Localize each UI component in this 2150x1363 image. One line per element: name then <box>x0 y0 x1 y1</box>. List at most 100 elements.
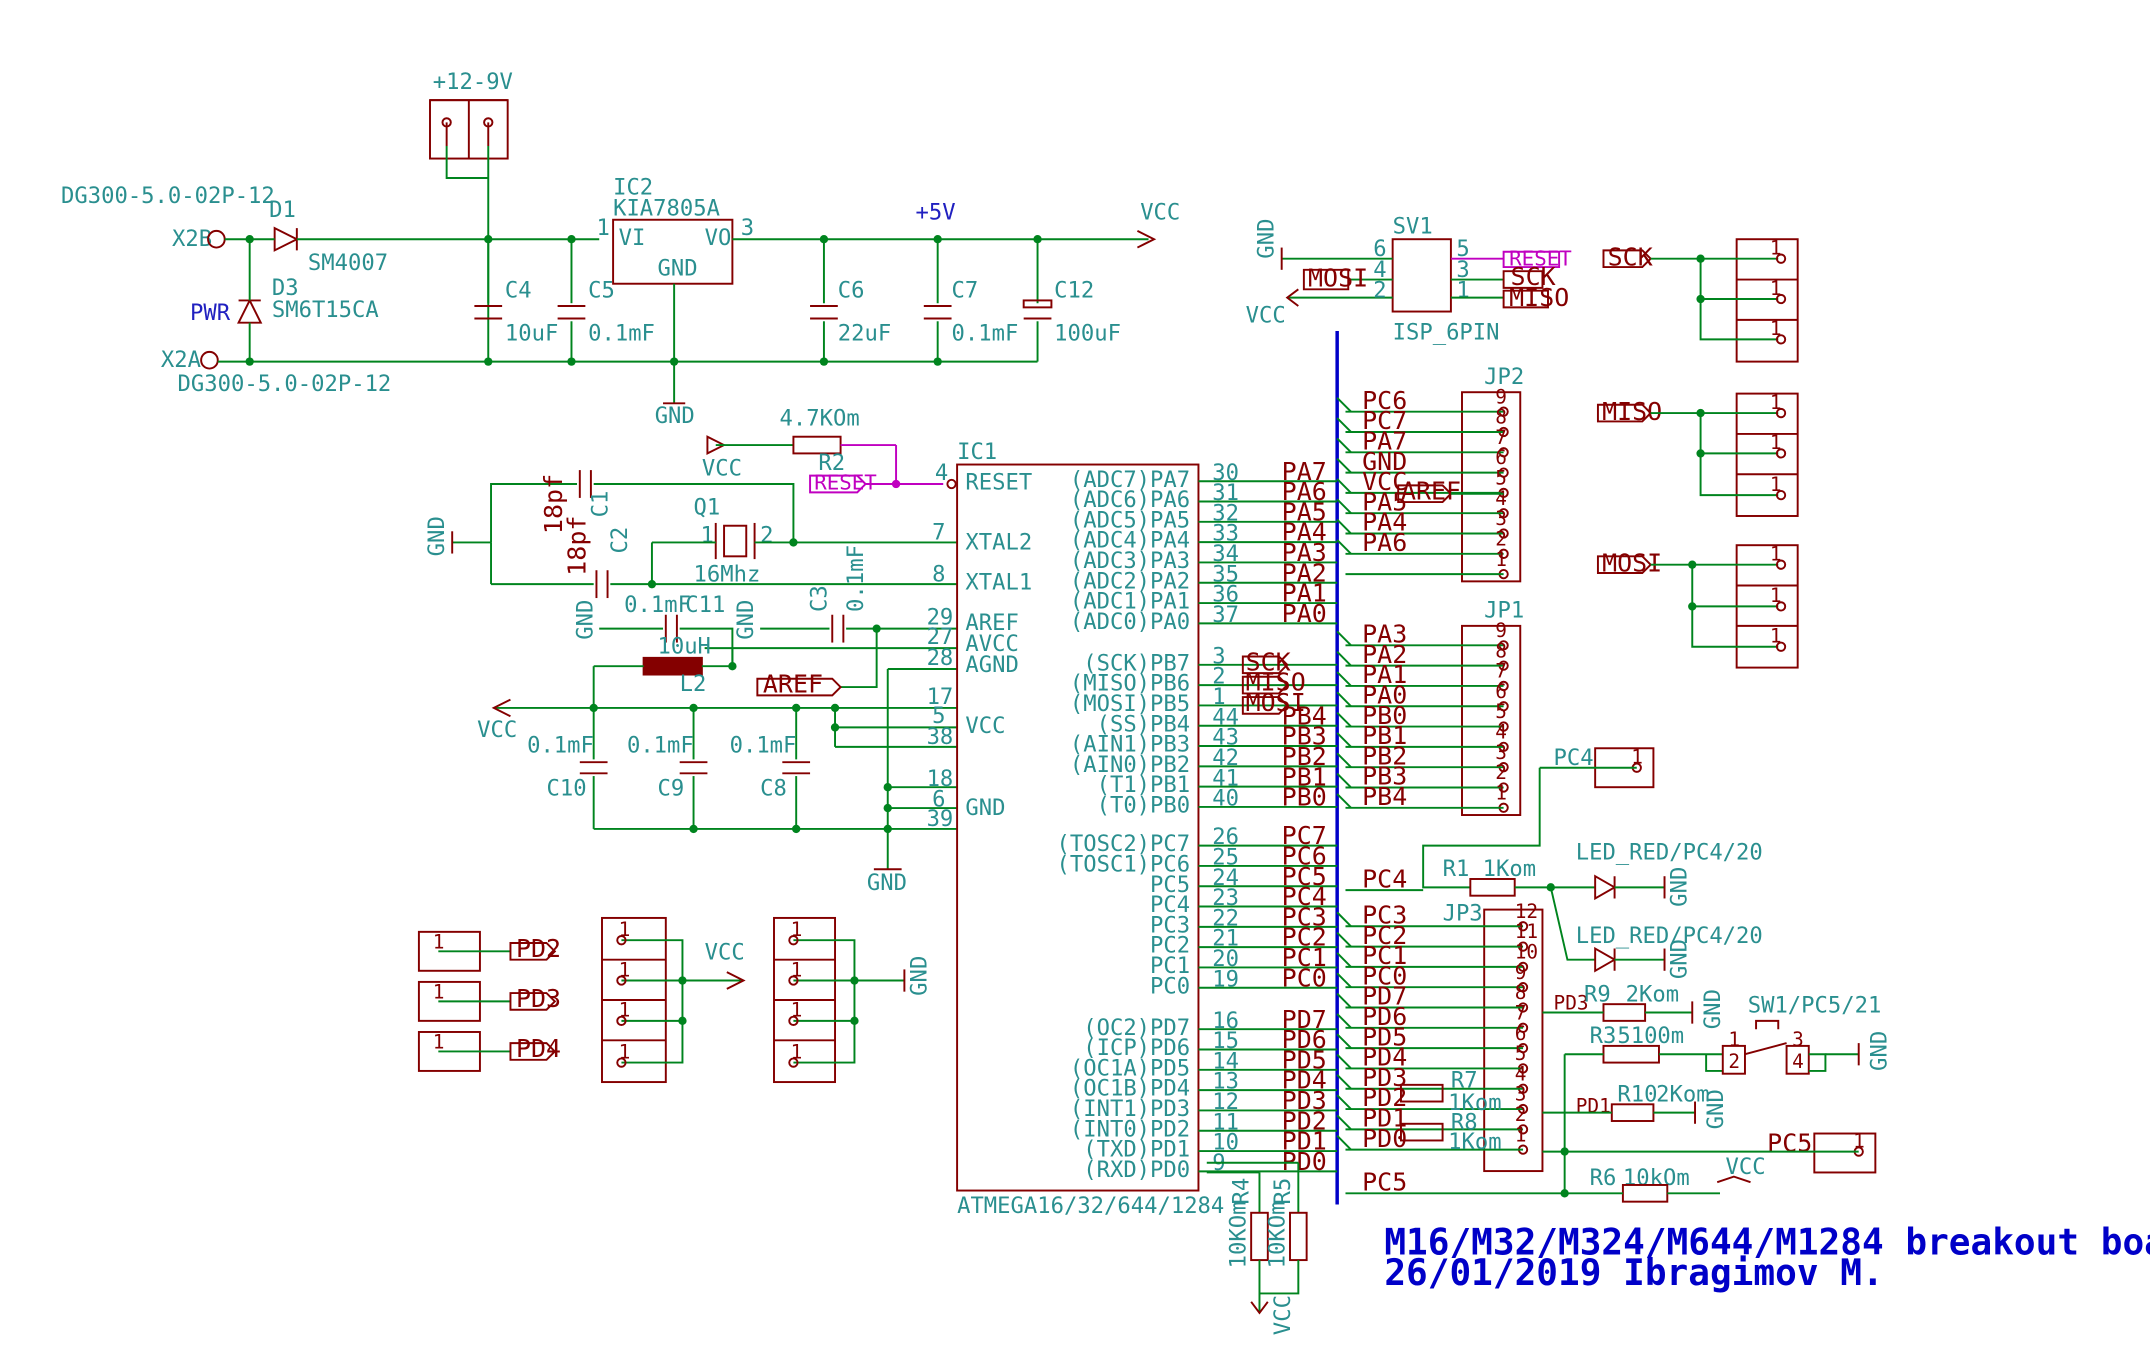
header-pin-number: 10 <box>1515 941 1538 964</box>
mcu-net-label: PC4 <box>1282 882 1327 911</box>
svg-text:VCC: VCC <box>705 940 745 966</box>
svg-text:PD3: PD3 <box>516 984 561 1013</box>
bus-entry <box>1336 1053 1352 1070</box>
header-pin <box>788 975 799 986</box>
spi-flag <box>1241 696 1289 715</box>
header-pin-number: 5 <box>1515 1042 1527 1065</box>
svg-text:VCC: VCC <box>477 717 517 743</box>
svg-text:C8: C8 <box>760 776 787 802</box>
svg-text:VCC: VCC <box>1246 303 1286 329</box>
crystal-q1 <box>723 524 748 558</box>
svg-text:4: 4 <box>1792 1050 1804 1073</box>
mcu-net-label: PB3 <box>1282 722 1327 751</box>
regulator-ic2 <box>612 218 734 285</box>
mcu-pin-function: (AIN0)PB2 <box>1070 752 1190 778</box>
header-pin <box>1775 334 1787 345</box>
svg-text:R9: R9 <box>1584 981 1611 1007</box>
svg-text:L2: L2 <box>680 671 707 697</box>
svg-text:C9: C9 <box>657 776 684 802</box>
header-pin <box>788 935 799 946</box>
mcu-pin-function: PC2 <box>1150 933 1190 959</box>
svg-text:VCC: VCC <box>1726 1154 1766 1180</box>
bus-net-label: PA7 <box>1362 426 1407 455</box>
svg-text:0.1mF: 0.1mF <box>527 732 594 758</box>
svg-text:2: 2 <box>1728 1050 1740 1073</box>
svg-text:LED_RED/PC4/20: LED_RED/PC4/20 <box>1576 923 1763 949</box>
led-2 <box>1594 946 1617 973</box>
svg-text:R3: R3 <box>1590 1023 1617 1049</box>
mcu-pin-function: (MOSI)PB5 <box>1070 691 1190 717</box>
bus-net-label: PB3 <box>1362 762 1407 791</box>
header-pin-number: 1 <box>791 958 803 981</box>
mcu-net-label: PA6 <box>1282 477 1327 506</box>
connector-x2b: X2B <box>172 226 212 252</box>
mcu-net-label: PA2 <box>1282 558 1327 587</box>
mcu-pin-function: (ADC1)PA1 <box>1070 589 1190 615</box>
mcu-pin-function: (TOSC2)PC7 <box>1057 831 1191 857</box>
bus-entry <box>1336 772 1352 789</box>
svg-text:10KOm: 10KOm <box>1264 1201 1290 1268</box>
terminal-x2a <box>200 350 219 370</box>
mcu-net-label: PD5 <box>1282 1045 1327 1074</box>
diode-d1-ref: D1 <box>269 197 296 223</box>
mcu-pin-function: (SCK)PB7 <box>1083 650 1190 676</box>
header-pin-number: 1 <box>1770 542 1782 565</box>
svg-text:C11: C11 <box>685 592 725 618</box>
bus-entry <box>1336 458 1352 474</box>
svg-text:0.1mF: 0.1mF <box>624 592 691 618</box>
spi-flag-label: SCK <box>1246 647 1291 676</box>
bus-net-label: PD7 <box>1362 982 1407 1011</box>
mcu-net-label: PD4 <box>1282 1066 1327 1095</box>
cap-c10: 0.1mF C10 <box>527 707 608 829</box>
svg-text:1: 1 <box>1456 278 1469 304</box>
svg-text:R1 1Kom: R1 1Kom <box>1443 856 1537 882</box>
svg-text:SW1/PC5/21: SW1/PC5/21 <box>1748 992 1882 1018</box>
svg-text:RESET: RESET <box>965 470 1032 496</box>
header-pc5 <box>1813 1132 1877 1174</box>
svg-text:4: 4 <box>1373 257 1386 283</box>
bus-net-label: PA5 <box>1362 487 1407 516</box>
bus-entry <box>1336 437 1352 453</box>
header-pin-number: 1 <box>1770 277 1782 300</box>
bus-net-labels: PC6PC7PA7GNDVCCPA5PA4PA6PA3PA2PA1PA0PB0P… <box>1336 386 1407 1153</box>
svg-text:0.1mF: 0.1mF <box>952 321 1019 347</box>
header-pin-number: 1 <box>1495 548 1507 571</box>
power-indicator-label: PWR <box>190 300 231 326</box>
bus-net-label: PA2 <box>1362 640 1407 669</box>
mcu-pin-function: (ADC0)PA0 <box>1070 609 1190 635</box>
header-pin-number: 6 <box>1495 680 1507 703</box>
header-pin <box>1775 253 1787 264</box>
bus-entry <box>1336 539 1352 555</box>
svg-text:AVCC: AVCC <box>965 631 1018 657</box>
svg-text:R8: R8 <box>1451 1109 1478 1135</box>
cap-c7: C7 0.1mF <box>923 235 1019 366</box>
svg-text:1: 1 <box>596 215 609 241</box>
resistor-r5 <box>1289 1211 1308 1262</box>
svg-text:LED_RED/PC4/20: LED_RED/PC4/20 <box>1576 839 1763 865</box>
svg-text:MOSI: MOSI <box>1602 549 1662 578</box>
bus-entry <box>1336 417 1352 433</box>
header-pin-number: 1 <box>1770 625 1782 648</box>
svg-text:PC4: PC4 <box>1554 745 1594 771</box>
mcu-pin-function: PC1 <box>1150 953 1190 979</box>
bus-net-label: PB1 <box>1362 721 1407 750</box>
svg-text:C10: C10 <box>547 776 587 802</box>
bus-net-label: PD1 <box>1362 1104 1407 1133</box>
header-pin-number: 1 <box>619 918 631 941</box>
header-pin-number: 12 <box>1515 900 1538 923</box>
bus-net-label: PB4 <box>1362 782 1407 811</box>
cap-c5: C5 0.1mF <box>557 239 655 362</box>
mcu-pin-function: PC5 <box>1150 872 1190 898</box>
mcu-pin-function: (TXD)PD1 <box>1083 1137 1190 1163</box>
spi-flag-label: MISO <box>1246 668 1306 697</box>
svg-text:5: 5 <box>1456 236 1469 262</box>
svg-text:18pf: 18pf <box>562 515 591 575</box>
svg-text:C2: C2 <box>607 527 633 554</box>
header-pin <box>1775 601 1787 612</box>
mcu-net-label: PD3 <box>1282 1086 1327 1115</box>
mcu-net-label: PA4 <box>1282 518 1327 547</box>
mcu-value: ATMEGA16/32/644/1284 <box>957 1193 1224 1219</box>
